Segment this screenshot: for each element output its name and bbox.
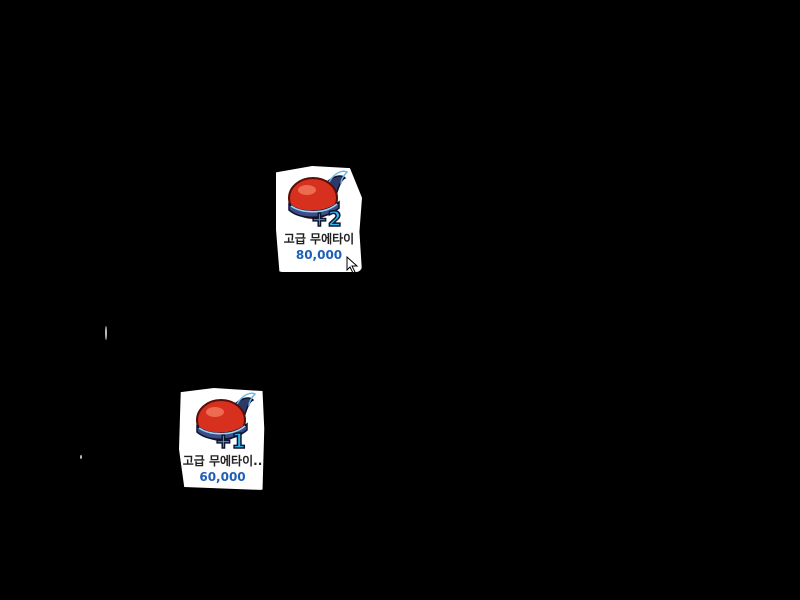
item-name: 고급 무에타이: [283, 232, 355, 246]
mouse-cursor-icon: [346, 255, 360, 274]
shop-item-plus2[interactable]: +2 고급 무에타이 80,000: [276, 166, 362, 272]
plus-badge: +1: [215, 429, 246, 452]
item-price: 60,000: [199, 470, 246, 484]
item-name: 고급 무에타이..: [182, 454, 263, 468]
red-helmet-icon: +2: [281, 170, 349, 232]
item-price: 80,000: [295, 248, 343, 262]
background-speck: [105, 326, 107, 340]
background-speck: [80, 455, 82, 459]
shop-item-plus1[interactable]: +1 고급 무에타이.. 60,000: [179, 388, 265, 490]
red-helmet-icon: +1: [189, 392, 257, 454]
plus-badge: +2: [311, 207, 342, 230]
